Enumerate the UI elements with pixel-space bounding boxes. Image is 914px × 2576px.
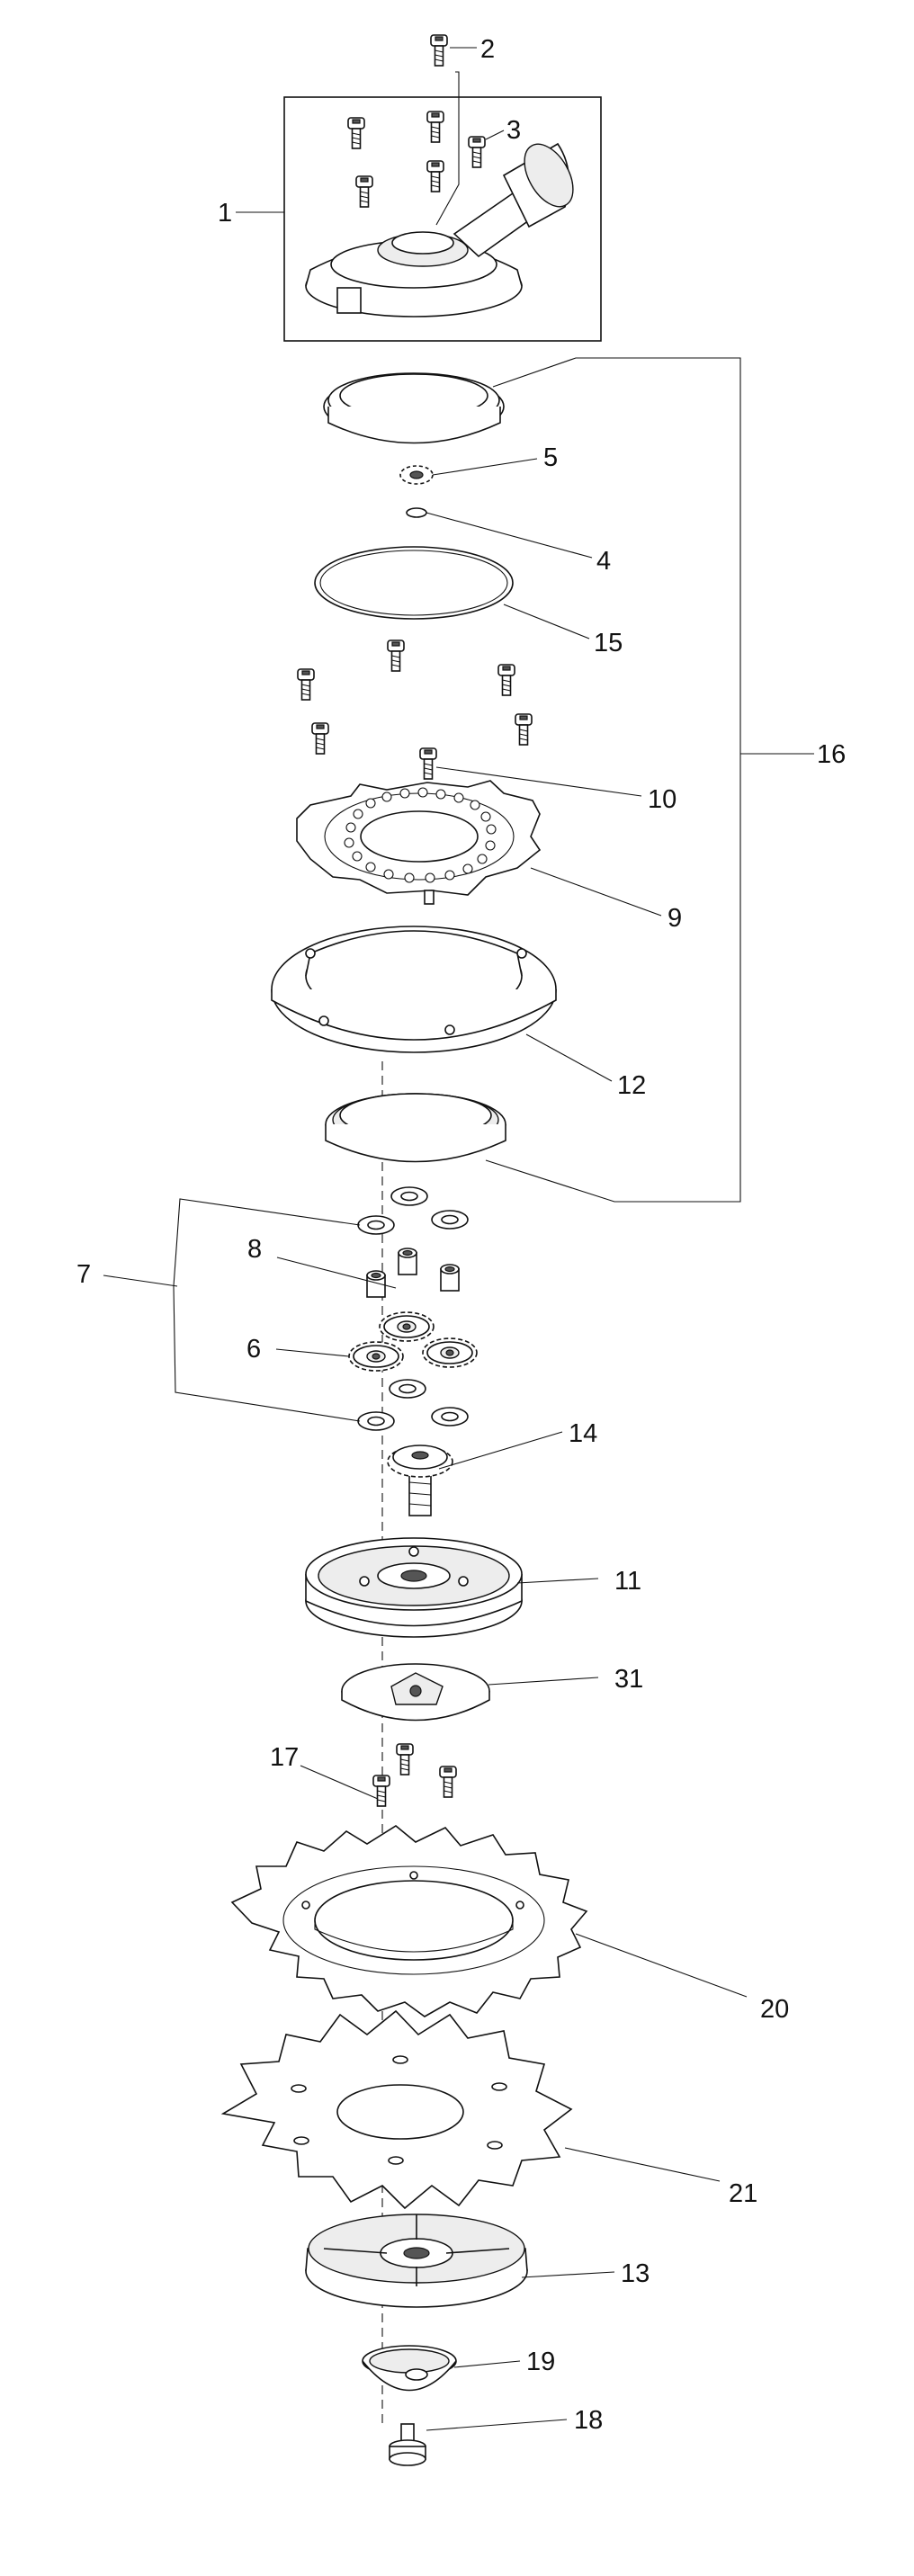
part-11-carrier	[305, 1537, 523, 1638]
label-2: 2	[480, 35, 495, 64]
part-19-cap	[362, 2345, 457, 2392]
part-31-plate	[341, 1663, 490, 1722]
part-21-star-plate	[220, 2009, 573, 2210]
label-8: 8	[247, 1235, 262, 1264]
part-7-planet-washers-bottom	[357, 1379, 469, 1431]
part-7-planet-washers-top	[357, 1186, 469, 1235]
label-7: 7	[76, 1260, 91, 1289]
part-14-sun-gear	[387, 1445, 453, 1516]
part-5-small-gear	[399, 465, 434, 485]
label-5: 5	[543, 443, 558, 472]
label-4: 4	[596, 547, 611, 576]
part-1-guard-housing	[283, 96, 602, 342]
label-10: 10	[648, 785, 677, 814]
label-31: 31	[614, 1665, 643, 1694]
label-9: 9	[668, 904, 682, 933]
part-6-planet-gears	[348, 1311, 478, 1372]
label-15: 15	[594, 629, 623, 657]
part-2-screw	[430, 34, 460, 226]
part-17-screws	[372, 1743, 457, 1807]
label-21: 21	[729, 2179, 757, 2208]
part-4-retaining-ring	[406, 507, 427, 518]
part-15-gasket	[314, 546, 514, 620]
label-6: 6	[246, 1335, 261, 1364]
label-20: 20	[760, 1995, 789, 2024]
part-3-screw	[468, 136, 486, 168]
label-13: 13	[621, 2259, 650, 2288]
leader-lines	[103, 47, 814, 2431]
label-14: 14	[569, 1419, 597, 1448]
label-12: 12	[617, 1071, 646, 1100]
part-16-guard-ring	[323, 372, 505, 444]
label-16: 16	[817, 740, 846, 769]
part-16-seal-ring	[325, 1093, 506, 1163]
part-9-plate	[296, 780, 542, 905]
label-3: 3	[506, 116, 521, 145]
part-labels: 1 2 3 5 4 15 16 10 9 12 7 8 6 14 11 31 1…	[76, 35, 846, 2435]
label-19: 19	[526, 2348, 555, 2376]
label-1: 1	[218, 199, 232, 228]
part-20-cutting-wheel	[230, 1825, 588, 2017]
part-10-screws	[297, 640, 533, 780]
label-17: 17	[270, 1743, 299, 1772]
label-11: 11	[614, 1567, 641, 1596]
part-8-bushings	[366, 1248, 460, 1298]
part-13-flange	[305, 2214, 528, 2308]
part-18-bolt	[389, 2423, 426, 2466]
part-12-flange	[271, 926, 557, 1053]
label-18: 18	[574, 2406, 603, 2435]
